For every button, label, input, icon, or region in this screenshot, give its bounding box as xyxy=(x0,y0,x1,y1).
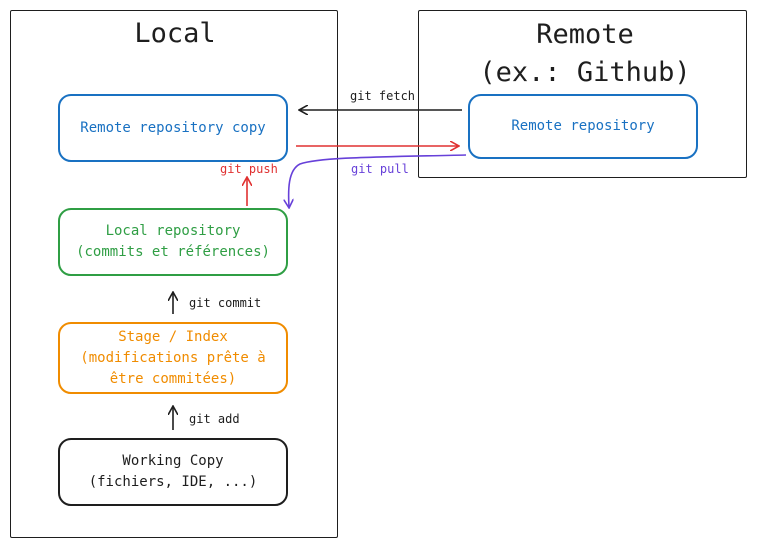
remote-title: Remote (ex.: Github) xyxy=(479,19,691,88)
remote-repository-node: Remote repository xyxy=(468,94,698,159)
remote-repository-copy-node: Remote repository copy xyxy=(58,94,288,162)
git-fetch-label: git fetch xyxy=(350,89,416,103)
local-repository-node: Local repository (commits et références) xyxy=(58,208,288,276)
git-push-label: git push xyxy=(220,162,278,176)
remote-frame xyxy=(418,10,747,178)
local-frame xyxy=(10,10,338,538)
local-title: Local xyxy=(134,18,216,49)
git-add-label: git add xyxy=(189,412,240,426)
working-copy-node: Working Copy (fichiers, IDE, ...) xyxy=(58,438,288,506)
git-pull-label: git pull xyxy=(351,162,409,176)
git-pull-arrow xyxy=(289,154,467,207)
stage-index-node: Stage / Index (modifications prête à êtr… xyxy=(58,322,288,394)
git-commit-label: git commit xyxy=(189,296,262,310)
